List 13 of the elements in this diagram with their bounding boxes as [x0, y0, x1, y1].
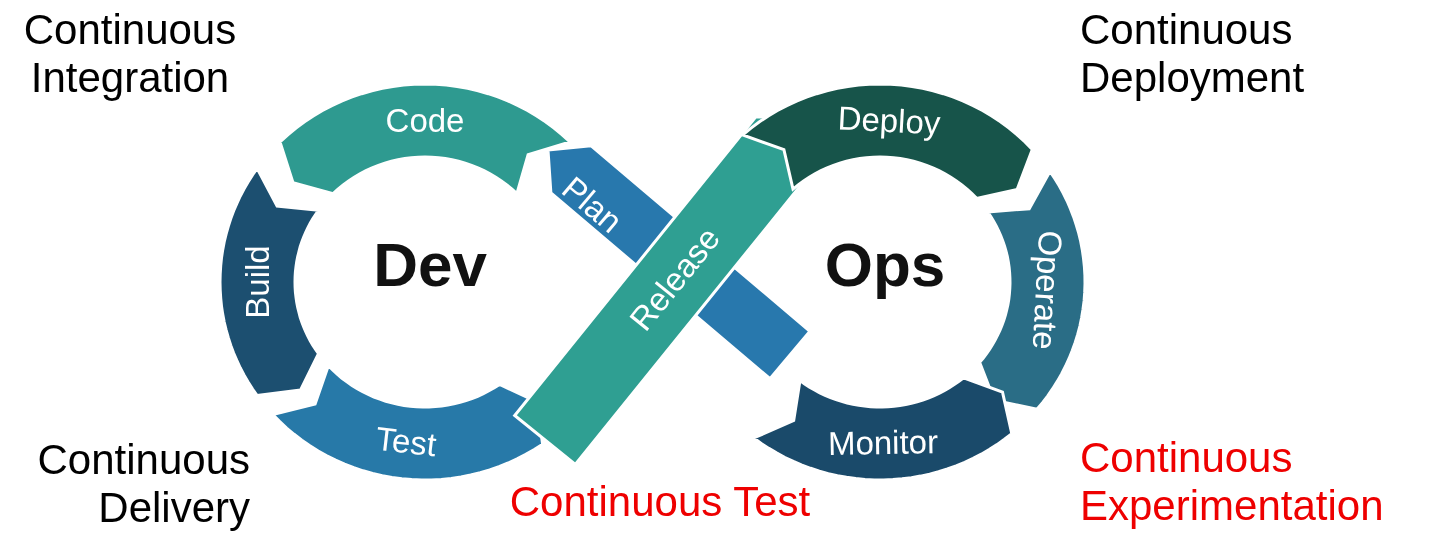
step-label: Monitor — [827, 424, 939, 463]
center-label: Ops — [823, 230, 947, 300]
step-label: Build — [239, 245, 276, 319]
step-label: Code — [385, 102, 465, 139]
caption-text: Continuous Deployment — [1080, 6, 1306, 102]
step-label: Deploy — [836, 100, 941, 142]
caption-text: Continuous Integration — [22, 6, 238, 102]
step-label: Operate — [1026, 229, 1069, 351]
center-label: Dev — [372, 230, 488, 300]
caption-text: Continuous Experimentation — [1080, 434, 1385, 530]
caption-text: Continuous Delivery — [36, 436, 250, 532]
step-label: Test — [373, 421, 439, 464]
caption-text: Continuous Test — [508, 478, 812, 526]
